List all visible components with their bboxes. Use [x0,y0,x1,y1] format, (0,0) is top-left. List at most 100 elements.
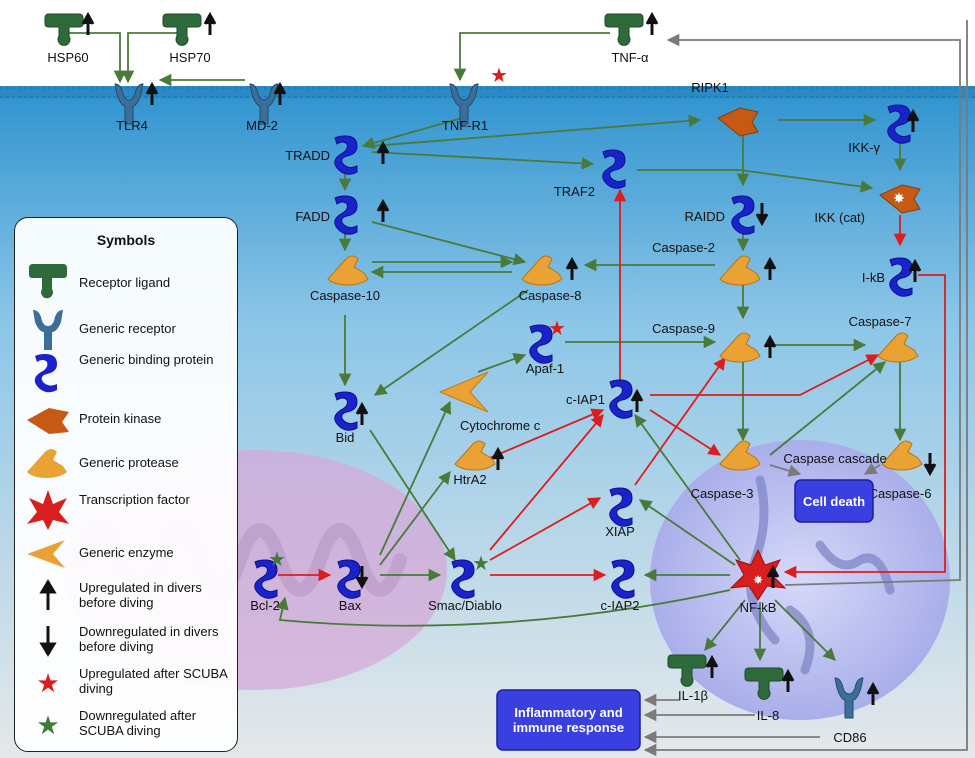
bid-label: Bid [336,430,355,445]
edge-bax-htra2 [379,470,451,566]
caspase2-node: Caspase-2 [652,240,761,286]
up-arrow-icon [491,446,505,470]
hsp70-label: HSP70 [169,50,210,65]
caspase9-node: Caspase-9 [652,321,761,363]
up-arrow-icon [705,654,719,678]
edge-hsp60-tlr4 [65,32,120,82]
legend-item: ★ Downregulated after SCUBA diving [25,702,235,746]
legend-item-text: Protein kinase [79,411,162,426]
bax-node: Bax [337,559,362,613]
ripk1-label: RIPK1 [691,80,729,95]
edge-nfkb-xiap [638,499,736,566]
tradd-label: TRADD [285,148,330,163]
cytc-label: Cytochrome c [460,418,541,433]
legend-item: Upregulated in divers before diving [25,574,235,618]
caspase6-node: Caspase-6 [869,440,932,501]
md2-node: MD-2 [246,83,279,133]
extracellular-space [0,0,975,88]
tnfr1-node: TNF-R1 [442,83,488,133]
hsp70-node: HSP70 [162,13,211,65]
edge-tnfr1-tradd [361,117,463,149]
caspase7-label: Caspase-7 [849,314,912,329]
kinase-active-star-icon: ✸ [893,190,905,206]
ikkg-label: IKK-γ [848,140,880,155]
legend-panel: Symbols Receptor ligand Generic receptor… [14,217,238,752]
bcl2-node: Bcl-2 [250,559,280,613]
nfkb-active-star-icon: ✸ [753,573,763,587]
edge-caspase3-caspase7 [769,361,886,456]
ikkcat-label: IKK (cat) [814,210,865,225]
caspase6-label: Caspase-6 [869,486,932,501]
edge-cytc-apaf1 [477,352,527,373]
edge-smac-ciap1 [489,414,604,551]
ripk1-node: RIPK1 [691,80,759,137]
cell-death-label: Cell death [803,494,865,509]
caspase10-label: Caspase-10 [310,288,380,303]
edge-ciap1-caspase3 [649,409,722,456]
hsp60-label: HSP60 [47,50,88,65]
cd86-node: CD86 [833,677,867,745]
il8-node: IL-8 [744,667,784,723]
up-arrow-icon [376,198,390,222]
tnfa-node: TNF-α [604,13,649,65]
edge-nfkb-cd86 [774,599,836,661]
down-arrow-icon [355,566,369,590]
edge-tradd-traf2 [371,151,595,170]
edges [65,20,968,757]
raidd-label: RAIDD [685,209,725,224]
ciap2-label: c-IAP2 [600,598,639,613]
il1b-label: IL-1β [678,688,708,703]
green-star-icon: ★ [472,553,490,575]
down-arrow-icon [755,203,769,227]
md2-label: MD-2 [246,118,278,133]
il8-label: IL-8 [757,708,779,723]
up-arrow-icon [203,11,217,35]
edge-htra2-ciap1 [484,408,605,461]
bcl2-label: Bcl-2 [250,598,280,613]
nfkb-node: ✸ NF-kB [729,548,787,615]
up-arrow-icon [273,81,287,105]
up-arrow-icon [906,108,920,132]
edge-smac-xiap [489,497,602,561]
htra2-node: HtrA2 [453,440,496,487]
fadd-node: FADD [295,195,358,235]
green-star-icon: ★ [268,549,286,571]
up-arrow-icon [866,681,880,705]
edge-ikb-nfkb [783,274,946,579]
red-star-icon: ★ [548,318,566,340]
up-arrow-icon [355,401,369,425]
generic-binding-protein-icon [34,354,57,393]
caspase9-label: Caspase-9 [652,321,715,336]
tnfr1-label: TNF-R1 [442,118,488,133]
cell-membrane [0,86,975,98]
edge-bax-cytc [379,400,452,556]
xiap-node: XIAP [605,487,635,539]
edge-nfkb-ciap1 [634,413,741,561]
up-arrow-icon [81,11,95,35]
caspase2-label: Caspase-2 [652,240,715,255]
legend-item-text: Downregulated after SCUBA diving [79,708,197,738]
caspase8-node: Caspase-8 [519,255,581,303]
edge-tradd-ripk1 [371,114,702,147]
cytc-node: Cytochrome c [438,371,541,433]
legend-item-text: Generic binding protein [79,352,214,367]
caspase3-label: Caspase-3 [691,486,754,501]
ciap1-node: c-IAP1 [566,379,633,419]
edge-tnfa-response [643,20,968,757]
legend-item-text: Transcription factor [79,492,190,507]
generic-enzyme-icon [27,540,65,568]
traf2-node: TRAF2 [554,149,626,199]
generic-receptor-icon [33,310,63,350]
apaf1-label: Apaf-1 [526,361,564,376]
edge-caspase6-cascade [863,462,881,475]
edge-caspase3-cascade [769,464,802,477]
legend-item: Generic receptor [25,308,235,352]
smac-node: Smac/Diablo [428,559,502,613]
caspase7-node: Caspase-7 [849,314,919,363]
up-arrow-icon [763,256,777,280]
edge-tnfa-tnfr1 [453,32,610,82]
up-arrow-icon [630,388,644,412]
tnfa-label: TNF-α [611,50,649,65]
legend-item: Protein kinase [25,398,235,442]
